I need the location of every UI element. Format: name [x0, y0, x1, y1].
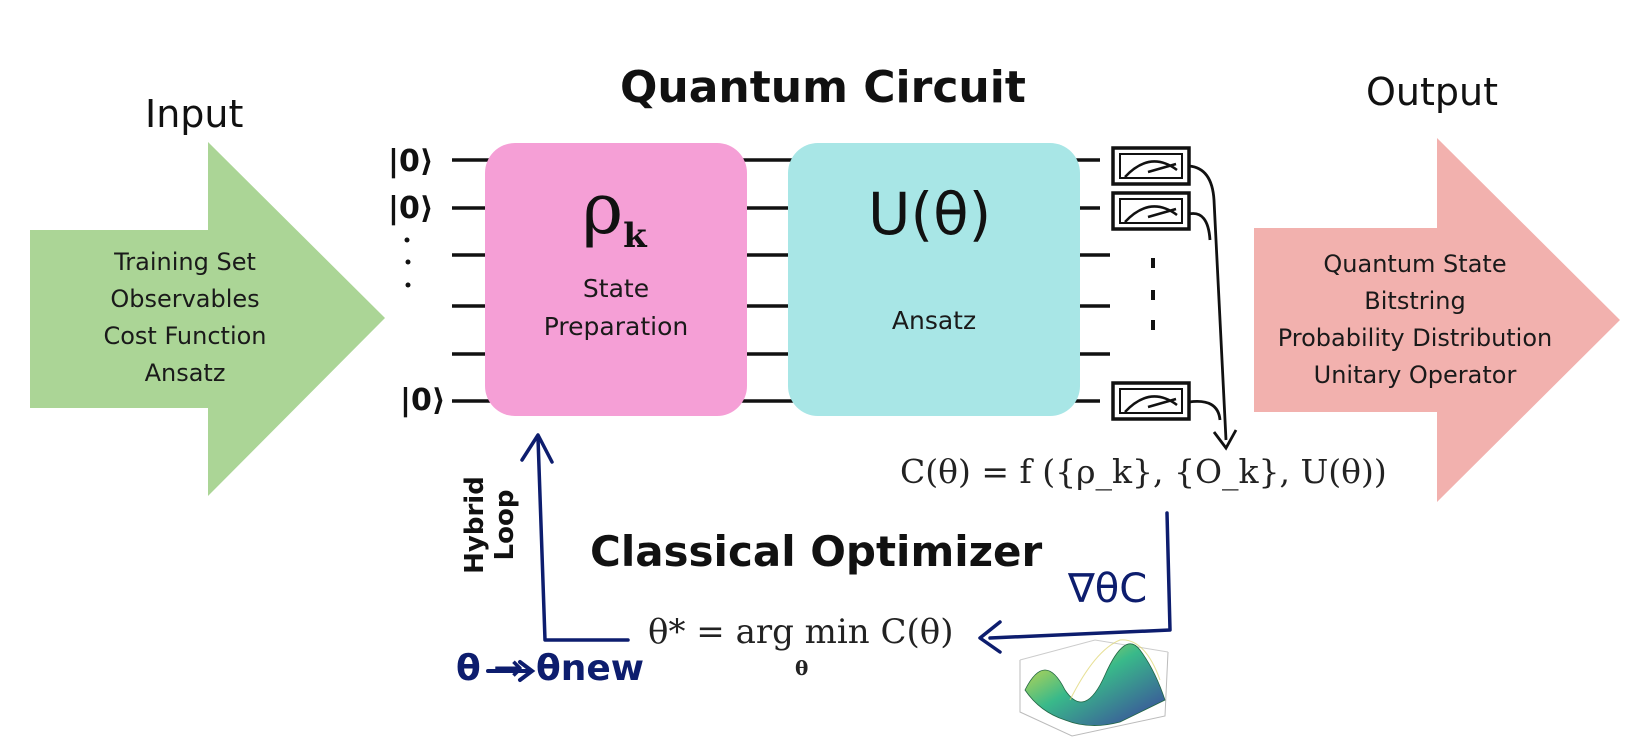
hybrid-loop-path: [520, 433, 1172, 654]
qubit-label: |0⟩: [388, 191, 434, 226]
qubit-label: |0⟩: [400, 383, 446, 418]
gradient-label: ∇θC: [1068, 566, 1148, 612]
rho-subscript: k: [623, 216, 647, 256]
rho-symbol: ρk: [582, 168, 647, 256]
output-ellipsis: [1151, 258, 1155, 330]
output-item: Unitary Operator: [1313, 361, 1517, 389]
output-title: Output: [1366, 70, 1498, 114]
state-preparation-label: State Preparation: [543, 274, 689, 341]
update-arrow: [486, 660, 536, 682]
cost-landscape-plot: [1019, 639, 1169, 737]
cost-function-equation: C(θ) = f ({ρ_k}, {O_k}, U(θ)): [900, 452, 1387, 491]
parameter-update-label: θ → θnew: [456, 648, 644, 689]
output-item: Probability Distribution: [1277, 324, 1553, 352]
measurement-collector: [1188, 164, 1238, 451]
measurement-gate-1: [1111, 146, 1191, 186]
classical-optimizer-title: Classical Optimizer: [590, 527, 1043, 576]
input-item: Ansatz: [144, 359, 226, 387]
qubit-label: |0⟩: [388, 144, 434, 179]
hybrid-loop-label: Hybrid Loop: [460, 476, 520, 574]
output-arrow: [1254, 138, 1620, 502]
measurement-gate-2: [1111, 191, 1191, 231]
quantum-circuit-title: Quantum Circuit: [620, 62, 1026, 113]
argmin-subscript: θ: [795, 656, 809, 680]
unitary-symbol: U(θ): [868, 180, 992, 248]
output-list: Quantum State Bitstring Probability Dist…: [1245, 246, 1585, 394]
measurement-gate-3: [1111, 381, 1191, 421]
output-item: Quantum State: [1323, 250, 1507, 278]
input-arrow: [30, 142, 385, 496]
input-item: Cost Function: [103, 322, 267, 350]
input-title: Input: [145, 92, 244, 136]
state-preparation-box: [485, 143, 747, 416]
input-list: Training Set Observables Cost Function A…: [70, 244, 300, 392]
input-item: Observables: [110, 285, 260, 313]
input-item: Training Set: [114, 248, 256, 276]
ansatz-label: Ansatz: [891, 306, 977, 335]
ansatz-box: [788, 143, 1080, 416]
argmin-equation: θ* = arg min C(θ): [648, 612, 954, 652]
output-item: Bitstring: [1364, 287, 1466, 315]
input-ellipsis: [404, 237, 411, 288]
